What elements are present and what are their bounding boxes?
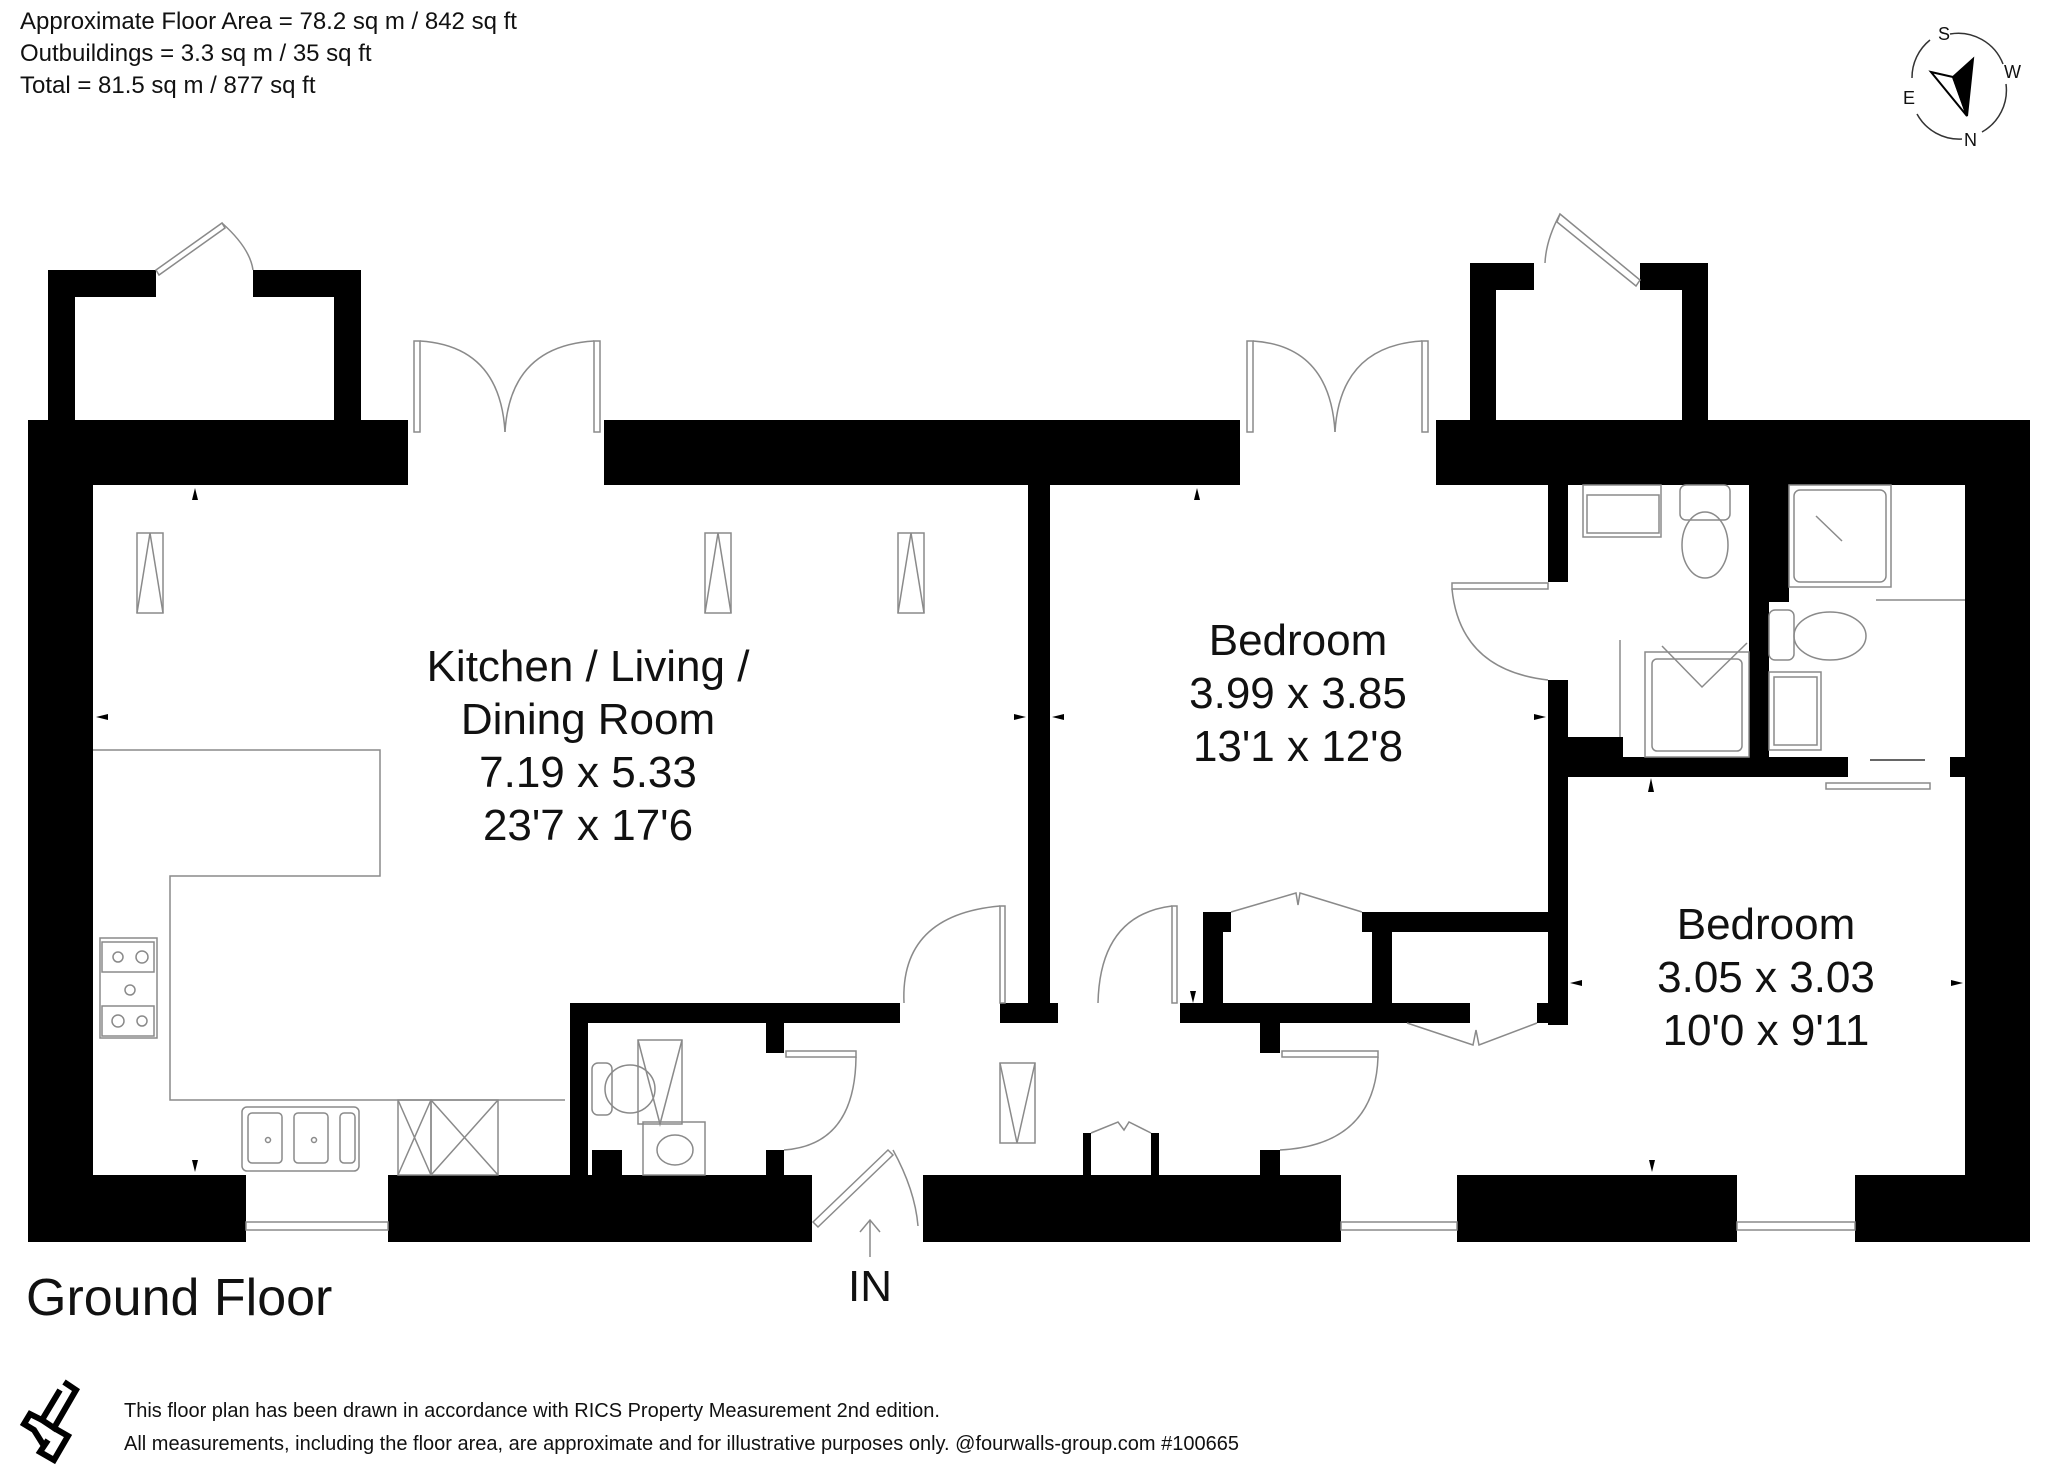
room-metric-dimensions: 7.19 x 5.33 [479, 748, 697, 797]
outbuildings-area: Outbuildings = 3.3 sq m / 35 sq ft [20, 40, 372, 67]
footer-disclaimer: This floor plan has been drawn in accord… [124, 1395, 1239, 1461]
compass-south: S [1938, 24, 1951, 44]
room-kitchen-living-dining: Kitchen / Living / Dining Room 7.19 x 5.… [427, 640, 750, 852]
doors-and-fixtures [93, 212, 1965, 1257]
floor-title: Ground Floor [26, 1269, 333, 1327]
room-imperial-dimensions: 23'7 x 17'6 [482, 801, 694, 850]
room-imperial-dimensions: 13'1 x 12'8 [1192, 722, 1404, 771]
room-metric-dimensions: 3.99 x 3.85 [1189, 669, 1407, 718]
room-name: Bedroom [1676, 900, 1856, 949]
compass-east: E [1903, 88, 1916, 108]
compass-north: N [1964, 130, 1977, 150]
room-bedroom-1: Bedroom 3.99 x 3.85 13'1 x 12'8 [1189, 614, 1407, 773]
footer-line-1: This floor plan has been drawn in accord… [124, 1400, 940, 1422]
compass-icon: S W N E [1900, 24, 2021, 150]
entry-label: IN [848, 1262, 892, 1311]
total-area: Total = 81.5 sq m / 877 sq ft [20, 72, 316, 99]
footer-line-2: All measurements, including the floor ar… [124, 1433, 1239, 1455]
fourwalls-logo-icon [14, 1376, 84, 1468]
compass-west: W [2004, 62, 2021, 82]
room-name-line1: Kitchen / Living / [426, 642, 750, 691]
measurement-markers [96, 488, 1963, 1172]
room-name: Bedroom [1208, 616, 1388, 665]
room-imperial-dimensions: 10'0 x 9'11 [1662, 1006, 1870, 1055]
walls [28, 263, 2030, 1242]
room-name-line2: Dining Room [460, 695, 716, 744]
approximate-floor-area: Approximate Floor Area = 78.2 sq m / 842… [20, 8, 517, 35]
room-metric-dimensions: 3.05 x 3.03 [1657, 953, 1875, 1002]
floor-area-summary: Approximate Floor Area = 78.2 sq m / 842… [20, 6, 517, 102]
room-bedroom-2: Bedroom 3.05 x 3.03 10'0 x 9'11 [1657, 898, 1875, 1057]
